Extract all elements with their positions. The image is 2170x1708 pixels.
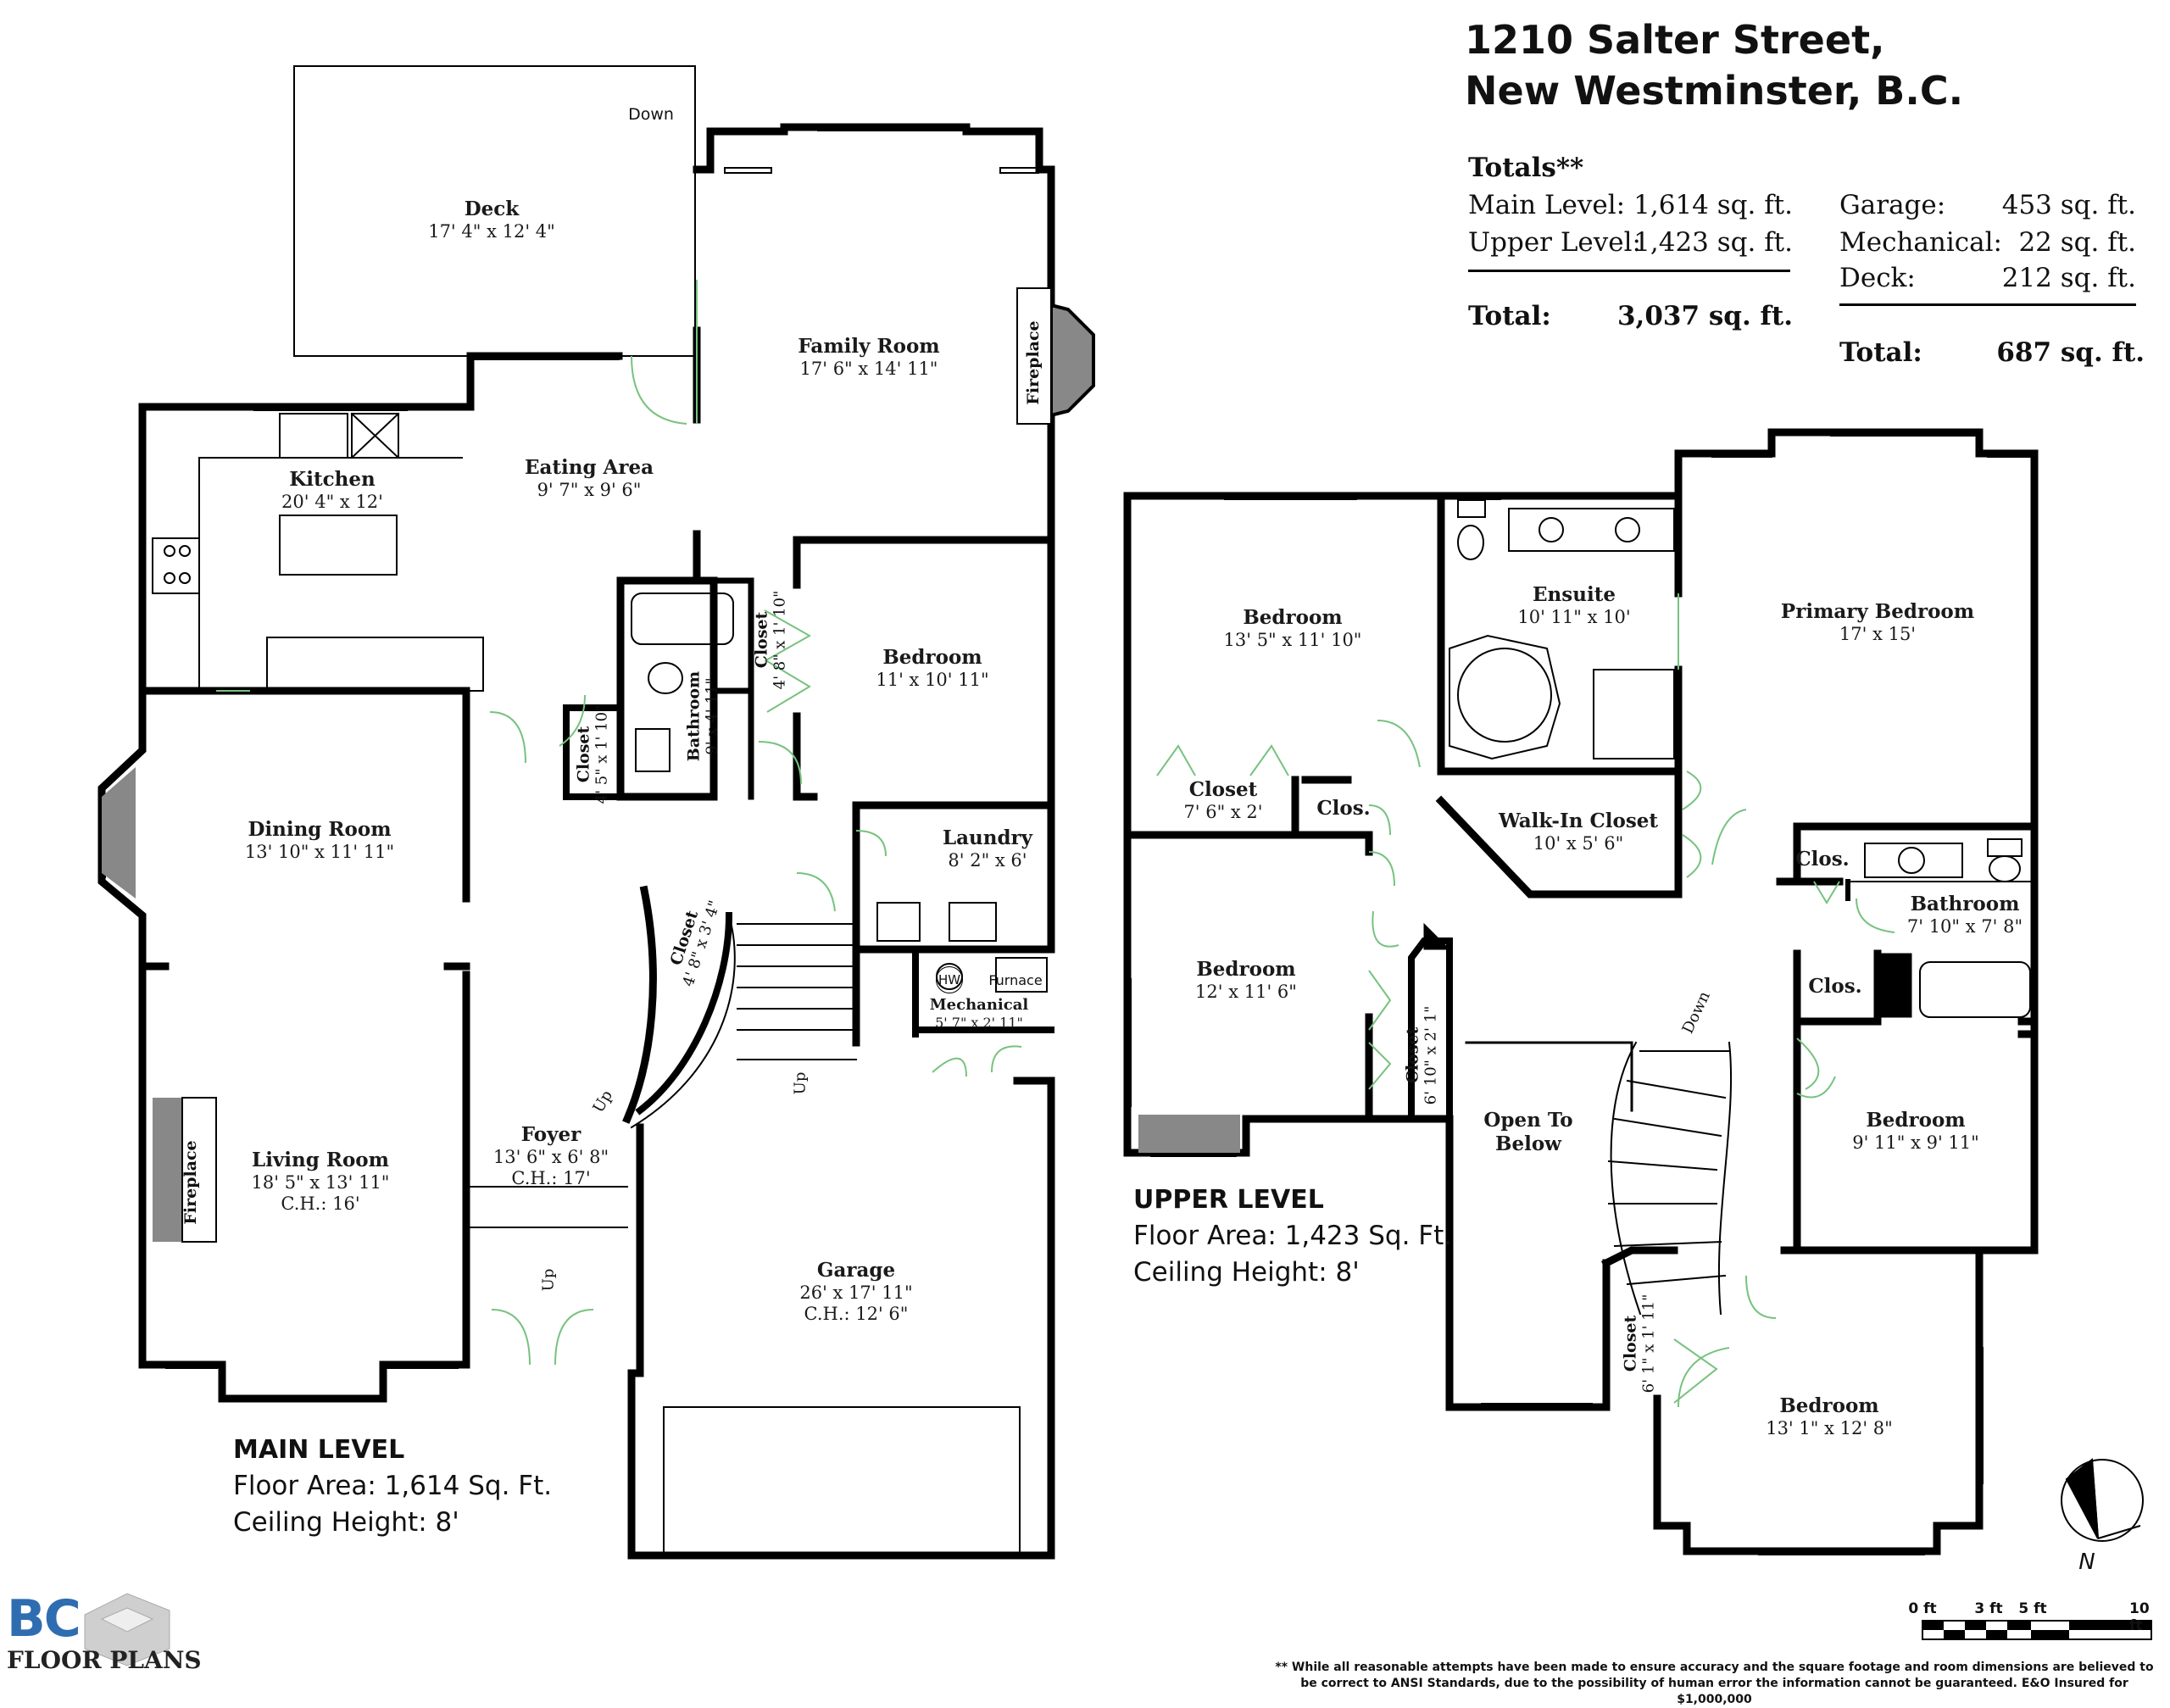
company-logo: BC FLOOR PLANS	[7, 1594, 202, 1674]
total-left-label: Total:	[1468, 301, 1551, 331]
total-right-label: Total:	[1839, 337, 1922, 368]
furnace-label: Furnace	[988, 972, 1043, 988]
mechanical-value: 22 sq. ft.	[2018, 227, 2136, 258]
total-left-value: 3,037 sq. ft.	[1616, 301, 1793, 331]
main-level-label: Main Level:	[1468, 190, 1626, 220]
garage-value: 453 sq. ft.	[2001, 190, 2136, 220]
logo-mark: BC	[7, 1589, 81, 1649]
garage-walls	[627, 1077, 1055, 1560]
main-level-caption: MAIN LEVEL Floor Area: 1,614 Sq. Ft. Cei…	[233, 1433, 552, 1542]
main-outer-wall	[97, 687, 470, 1403]
main-level-value: 1,614 sq. ft.	[1633, 190, 1793, 220]
deck-down-label: Down	[628, 105, 674, 124]
totals-rule-left	[1468, 270, 1790, 272]
totals-heading: Totals**	[1468, 153, 1584, 183]
upper-level-label: Upper Level:	[1468, 227, 1641, 258]
scale-tick-5: 5 ft	[2018, 1600, 2047, 1617]
mechanical-label: Mechanical:	[1839, 227, 2002, 258]
compass-north-label: N	[2078, 1549, 2095, 1575]
upper-level-value: 1,423 sq. ft.	[1633, 227, 1793, 258]
fireplace-family-hearth	[1049, 303, 1095, 418]
logo-graphic	[84, 1593, 170, 1666]
scale-tick-3: 3 ft	[1974, 1600, 2003, 1617]
address-line-2: New Westminster, B.C.	[1465, 68, 1964, 114]
upper-outer-wall	[1123, 428, 2039, 835]
logo-name: FLOOR PLANS	[7, 1646, 202, 1674]
scale-tick-10: 10 ft	[2129, 1600, 2150, 1634]
upper-level-title: UPPER LEVEL	[1133, 1185, 1324, 1215]
address-line-1: 1210 Salter Street,	[1465, 17, 1885, 63]
totals-rule-right	[1839, 303, 2136, 306]
fireplace-family-label: Fireplace	[1024, 320, 1043, 405]
scale-tick-0: 0 ft	[1908, 1600, 1937, 1617]
total-right-value: 687 sq. ft.	[1996, 337, 2145, 368]
clos-upper-2: Clos.	[1795, 848, 1850, 871]
fireplace-living-label: Fireplace	[181, 1140, 201, 1225]
compass-rose	[2061, 1458, 2144, 1542]
main-level-title: MAIN LEVEL	[233, 1435, 405, 1465]
clos-upper-3: Clos.	[1808, 975, 1862, 998]
stair-up-entry: Up	[539, 1268, 558, 1292]
upper-level-area: Floor Area: 1,423 Sq. Ft.	[1133, 1221, 1453, 1251]
deck-label: Deck:	[1839, 263, 1916, 293]
water-heater: HW	[936, 966, 963, 993]
garage-label: Garage:	[1839, 190, 1946, 220]
deck-value: 212 sq. ft.	[2001, 263, 2136, 293]
upper-level-caption: UPPER LEVEL Floor Area: 1,423 Sq. Ft. Ce…	[1133, 1182, 1452, 1292]
upper-level-ceiling: Ceiling Height: 8'	[1133, 1257, 1360, 1288]
clos-upper-1: Clos.	[1316, 797, 1371, 820]
scale-bar	[1922, 1620, 2152, 1640]
disclaimer-text: ** While all reasonable attempts have be…	[1275, 1661, 2154, 1706]
kitchen-walls	[138, 352, 475, 695]
family-room-walls	[693, 123, 1055, 538]
stair-up-garage: Up	[791, 1071, 810, 1095]
main-level-area: Floor Area: 1,614 Sq. Ft.	[233, 1471, 553, 1501]
bay-window-dining	[102, 767, 136, 899]
main-level-ceiling: Ceiling Height: 8'	[233, 1507, 459, 1538]
